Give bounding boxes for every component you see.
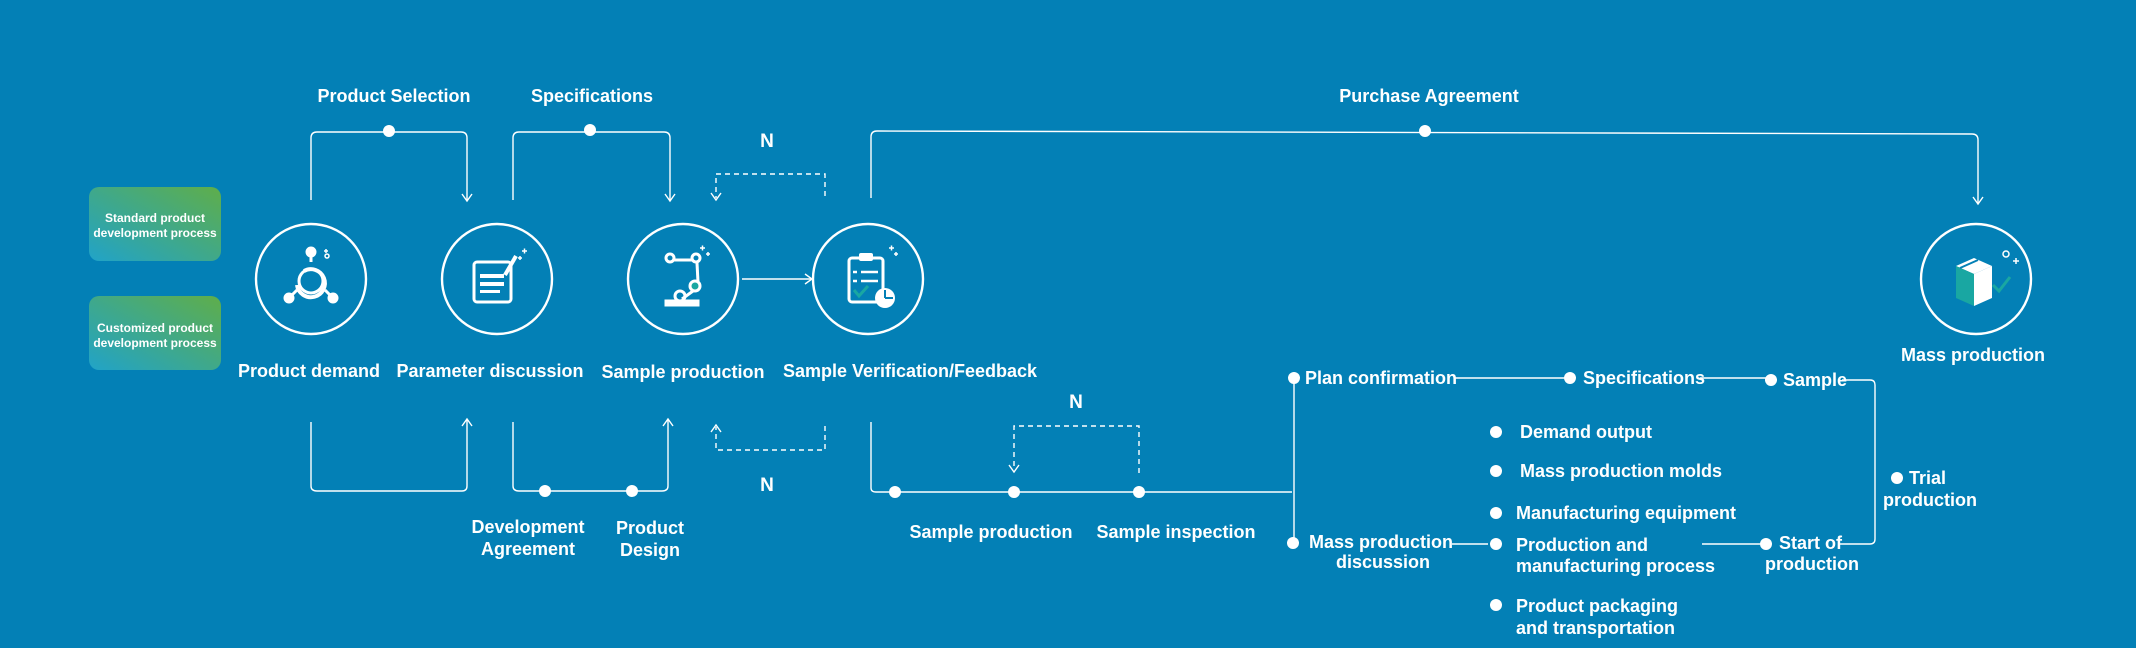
demand-output-dot: [1490, 426, 1502, 438]
development-agreement-line1: Development: [471, 517, 584, 537]
product-design-dot: [626, 485, 638, 497]
production-process-dot: [1490, 538, 1502, 550]
trial-production-dot: [1891, 472, 1903, 484]
specifications-right-dot: [1564, 372, 1576, 384]
purchase-agreement-label: Purchase Agreement: [1339, 86, 1518, 106]
n-middle-label: N: [1069, 392, 1083, 413]
mass-production-molds-label: Mass production molds: [1520, 461, 1722, 481]
production-process-line1: Production and: [1516, 535, 1648, 555]
right-flow: Plan confirmation Specifications Sample …: [1287, 368, 1977, 638]
bm-dot-3: [1133, 486, 1145, 498]
purchase-agreement-dot: [1419, 125, 1431, 137]
demand-output-label: Demand output: [1520, 422, 1652, 442]
production-process-line2: manufacturing process: [1516, 556, 1715, 576]
trial-production-line1: Trial: [1909, 468, 1946, 488]
node-parameter-discussion: [440, 222, 554, 336]
start-of-production-dot: [1760, 538, 1772, 550]
packaging-line1: Product packaging: [1516, 596, 1678, 616]
node-product-demand: [254, 222, 368, 336]
node-mass-production: [1919, 222, 2033, 336]
specifications-top-label: Specifications: [531, 86, 653, 106]
product-selection-dot: [383, 125, 395, 137]
start-of-production-line1: Start of: [1779, 533, 1843, 553]
product-design-line2: Design: [620, 540, 680, 560]
bm-sample-inspection-label: Sample inspection: [1096, 522, 1255, 542]
mass-production-discussion-line2: discussion: [1336, 552, 1430, 572]
legend-customized-line1: Customized product: [97, 321, 213, 335]
legend-customized-line2: development process: [93, 336, 217, 350]
product-selection-label: Product Selection: [317, 86, 470, 106]
manufacturing-equipment-label: Manufacturing equipment: [1516, 503, 1736, 523]
sample-right-dot: [1765, 374, 1777, 386]
product-design-line1: Product: [616, 518, 684, 538]
top-connectors: Product Selection Specifications N Purch…: [310, 86, 1984, 206]
packaging-dot: [1490, 599, 1502, 611]
bm-dot-2: [1008, 486, 1020, 498]
n-top-label: N: [760, 131, 774, 152]
mass-production-label: Mass production: [1901, 345, 2045, 365]
clipboard-check-icon: [847, 245, 898, 308]
mass-production-molds-dot: [1490, 465, 1502, 477]
document-edit-icon: [472, 248, 527, 304]
robot-arm-icon: [664, 245, 710, 307]
sample-production-label: Sample production: [601, 362, 764, 382]
bm-sample-production-label: Sample production: [909, 522, 1072, 542]
sample-right-label: Sample: [1783, 370, 1847, 390]
legend-standard-line1: Standard product: [105, 211, 205, 225]
n-bottom-label: N: [760, 475, 774, 496]
bottom-left-connectors: Development Agreement Product Design N: [310, 417, 826, 560]
plan-confirmation-dot: [1288, 372, 1300, 384]
specifications-right-label: Specifications: [1583, 368, 1705, 388]
development-agreement-dot: [539, 485, 551, 497]
box-icon: [1956, 250, 2019, 306]
start-of-production-line2: production: [1765, 554, 1859, 574]
specifications-top-dot: [584, 124, 596, 136]
development-agreement-line2: Agreement: [481, 539, 575, 559]
packaging-line2: and transportation: [1516, 618, 1675, 638]
mass-production-discussion-line1: Mass production: [1309, 532, 1453, 552]
legend-standard: Standard product development process: [89, 187, 221, 261]
legend-standard-line2: development process: [93, 226, 217, 240]
bottom-middle-sequence: N Sample production Sample inspection: [870, 392, 1292, 542]
bm-dot-1: [889, 486, 901, 498]
demand-icon: [283, 246, 339, 304]
node-sample-production: [626, 222, 740, 336]
sample-verification-label: Sample Verification/Feedback: [783, 361, 1038, 381]
mass-production-discussion-dot: [1287, 537, 1299, 549]
plan-confirmation-label: Plan confirmation: [1305, 368, 1457, 388]
legend-customized: Customized product development process: [89, 296, 221, 370]
node-sample-verification: [811, 222, 925, 336]
product-demand-label: Product demand: [238, 361, 380, 381]
trial-production-line2: production: [1883, 490, 1977, 510]
manufacturing-equipment-dot: [1490, 507, 1502, 519]
parameter-discussion-label: Parameter discussion: [396, 361, 583, 381]
